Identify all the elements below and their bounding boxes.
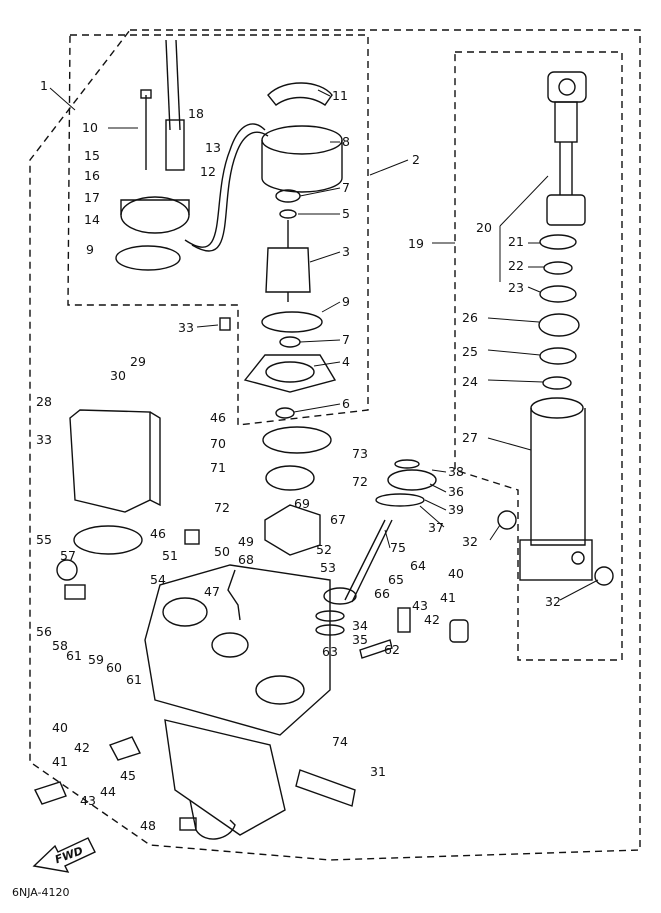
callout-60: 60: [106, 660, 122, 675]
callout-64: 64: [410, 558, 426, 573]
callout-40-left: 40: [52, 720, 68, 735]
cylinder-group-boundary: [454, 51, 623, 661]
callout-55: 55: [36, 532, 52, 547]
callout-41-right: 41: [440, 590, 456, 605]
callout-11: 11: [332, 88, 348, 103]
callout-10: 10: [82, 120, 98, 135]
callout-45: 45: [120, 768, 136, 783]
callout-30: 30: [110, 368, 126, 383]
callout-66: 66: [374, 586, 390, 601]
callout-25: 25: [462, 344, 478, 359]
callout-33-upper: 33: [178, 320, 194, 335]
callout-12: 12: [200, 164, 216, 179]
motor-parts: [115, 39, 343, 419]
callout-43-left: 43: [80, 793, 96, 808]
callout-49: 49: [238, 534, 254, 549]
callout-14: 14: [84, 212, 100, 227]
leader-lines: [49, 87, 599, 601]
callout-72-right: 72: [352, 474, 368, 489]
callout-21: 21: [508, 234, 524, 249]
fwd-label: FWD: [53, 844, 84, 866]
callout-46-upper: 46: [210, 410, 226, 425]
callout-50: 50: [214, 544, 230, 559]
callout-1: 1: [40, 78, 48, 93]
callout-72-left: 72: [214, 500, 230, 515]
callout-16: 16: [84, 168, 100, 183]
callout-29: 29: [130, 354, 146, 369]
callout-19: 19: [408, 236, 424, 251]
motor-group-boundary: [67, 34, 369, 426]
callout-61-right: 61: [126, 672, 142, 687]
pump-body-parts: [34, 409, 469, 840]
callout-75: 75: [390, 540, 406, 555]
callout-70: 70: [210, 436, 226, 451]
callout-13: 13: [205, 140, 221, 155]
callout-2: 2: [412, 152, 420, 167]
callout-53: 53: [320, 560, 336, 575]
callout-46-lower: 46: [150, 526, 166, 541]
callout-47: 47: [204, 584, 220, 599]
callout-34: 34: [352, 618, 368, 633]
fwd-arrow-icon: FWD: [32, 837, 96, 873]
callout-41-left: 41: [52, 754, 68, 769]
callout-20: 20: [476, 220, 492, 235]
assembly-boundary: [29, 29, 641, 861]
callout-32-right: 32: [545, 594, 561, 609]
callout-33-lower: 33: [36, 432, 52, 447]
callout-18: 18: [188, 106, 204, 121]
callout-59: 59: [88, 652, 104, 667]
callout-44: 44: [100, 784, 116, 799]
callout-40-right: 40: [448, 566, 464, 581]
callout-labels: 1 2 3 4 5 6 7 7 8 9 9 10 11 12 13 14 15 …: [36, 78, 561, 833]
callout-42-right: 42: [424, 612, 440, 627]
callout-6: 6: [342, 396, 350, 411]
callout-74: 74: [332, 734, 348, 749]
callout-43-right: 43: [412, 598, 428, 613]
callout-26: 26: [462, 310, 478, 325]
callout-38: 38: [448, 464, 464, 479]
callout-65: 65: [388, 572, 404, 587]
callout-51: 51: [162, 548, 178, 563]
drawing-code: 6NJA-4120: [12, 886, 70, 899]
callout-24: 24: [462, 374, 478, 389]
callout-52: 52: [316, 542, 332, 557]
callout-57: 57: [60, 548, 76, 563]
cylinder-parts: [497, 71, 614, 586]
callout-68: 68: [238, 552, 254, 567]
callout-61-left: 61: [66, 648, 82, 663]
callout-28: 28: [36, 394, 52, 409]
callout-63: 63: [322, 644, 338, 659]
callout-5: 5: [342, 206, 350, 221]
callout-3: 3: [342, 244, 350, 259]
callout-23: 23: [508, 280, 524, 295]
callout-32-left: 32: [462, 534, 478, 549]
callout-69: 69: [294, 496, 310, 511]
callout-35: 35: [352, 632, 368, 647]
callout-27: 27: [462, 430, 478, 445]
callout-54: 54: [150, 572, 166, 587]
callout-62: 62: [384, 642, 400, 657]
callout-48: 48: [140, 818, 156, 833]
callout-15: 15: [84, 148, 100, 163]
callout-22: 22: [508, 258, 524, 273]
callout-9-right: 9: [342, 294, 350, 309]
callout-4: 4: [342, 354, 350, 369]
callout-56: 56: [36, 624, 52, 639]
callout-73: 73: [352, 446, 368, 461]
callout-7-upper: 7: [342, 180, 350, 195]
callout-58: 58: [52, 638, 68, 653]
callout-37: 37: [428, 520, 444, 535]
callout-9-left: 9: [86, 242, 94, 257]
callout-31: 31: [370, 764, 386, 779]
callout-7-lower: 7: [342, 332, 350, 347]
callout-17: 17: [84, 190, 100, 205]
callout-71: 71: [210, 460, 226, 475]
callout-42-left: 42: [74, 740, 90, 755]
callout-67: 67: [330, 512, 346, 527]
callout-36: 36: [448, 484, 464, 499]
callout-8: 8: [342, 134, 350, 149]
callout-39: 39: [448, 502, 464, 517]
